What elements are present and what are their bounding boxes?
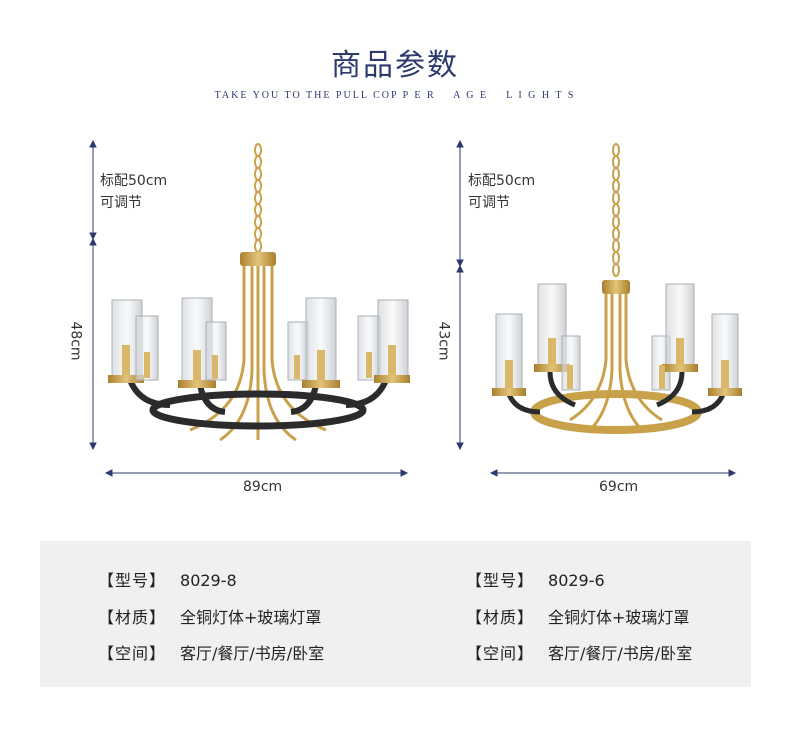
left-height-label: 48cm xyxy=(67,321,84,361)
right-chain-standard: 标配50cm xyxy=(468,173,536,189)
right-spec-model: 【型号】 8029-6 xyxy=(466,567,605,591)
right-spec-material: 【材质】全铜灯体+玻璃灯罩 xyxy=(466,604,689,628)
right-height-label: 43cm xyxy=(435,321,452,361)
left-width-label: 89cm xyxy=(243,479,283,495)
right-chandelier xyxy=(492,143,742,434)
spec-value: 8029-8 xyxy=(180,571,237,590)
left-chain-standard: 标配50cm xyxy=(100,173,168,189)
right-chain-adjustable: 可调节 xyxy=(468,195,510,211)
right-chain-note: 标配50cm 可调节 xyxy=(468,170,535,214)
left-spec-model: 【型号】 8029-8 xyxy=(98,567,237,591)
spec-value: 客厅/餐厅/书房/卧室 xyxy=(180,644,325,663)
spec-label: 【空间】 xyxy=(466,644,535,663)
right-width-label: 69cm xyxy=(599,479,639,495)
spec-label: 【型号】 xyxy=(98,571,167,590)
left-chain-adjustable: 可调节 xyxy=(100,195,142,211)
spec-label: 【材质】 xyxy=(466,608,535,627)
left-chain-note: 标配50cm 可调节 xyxy=(100,170,167,214)
left-chandelier xyxy=(108,143,410,442)
right-dimension-lines xyxy=(456,139,737,477)
left-dimension-lines xyxy=(89,139,409,477)
page-subtitle: TAKE YOU TO THE PULL COP P E R A G E L I… xyxy=(214,90,576,101)
spec-label: 【材质】 xyxy=(98,608,167,627)
spec-value: 客厅/餐厅/书房/卧室 xyxy=(548,644,693,663)
page-title: 商品参数 xyxy=(331,48,459,83)
spec-value: 全铜灯体+玻璃灯罩 xyxy=(180,608,322,627)
spec-value: 8029-6 xyxy=(548,571,605,590)
spec-panel xyxy=(40,541,751,687)
spec-label: 【空间】 xyxy=(98,644,167,663)
right-spec-space: 【空间】客厅/餐厅/书房/卧室 xyxy=(466,640,692,664)
spec-value: 全铜灯体+玻璃灯罩 xyxy=(548,608,690,627)
left-spec-space: 【空间】客厅/餐厅/书房/卧室 xyxy=(98,640,324,664)
spec-label: 【型号】 xyxy=(466,571,535,590)
left-spec-material: 【材质】全铜灯体+玻璃灯罩 xyxy=(98,604,321,628)
